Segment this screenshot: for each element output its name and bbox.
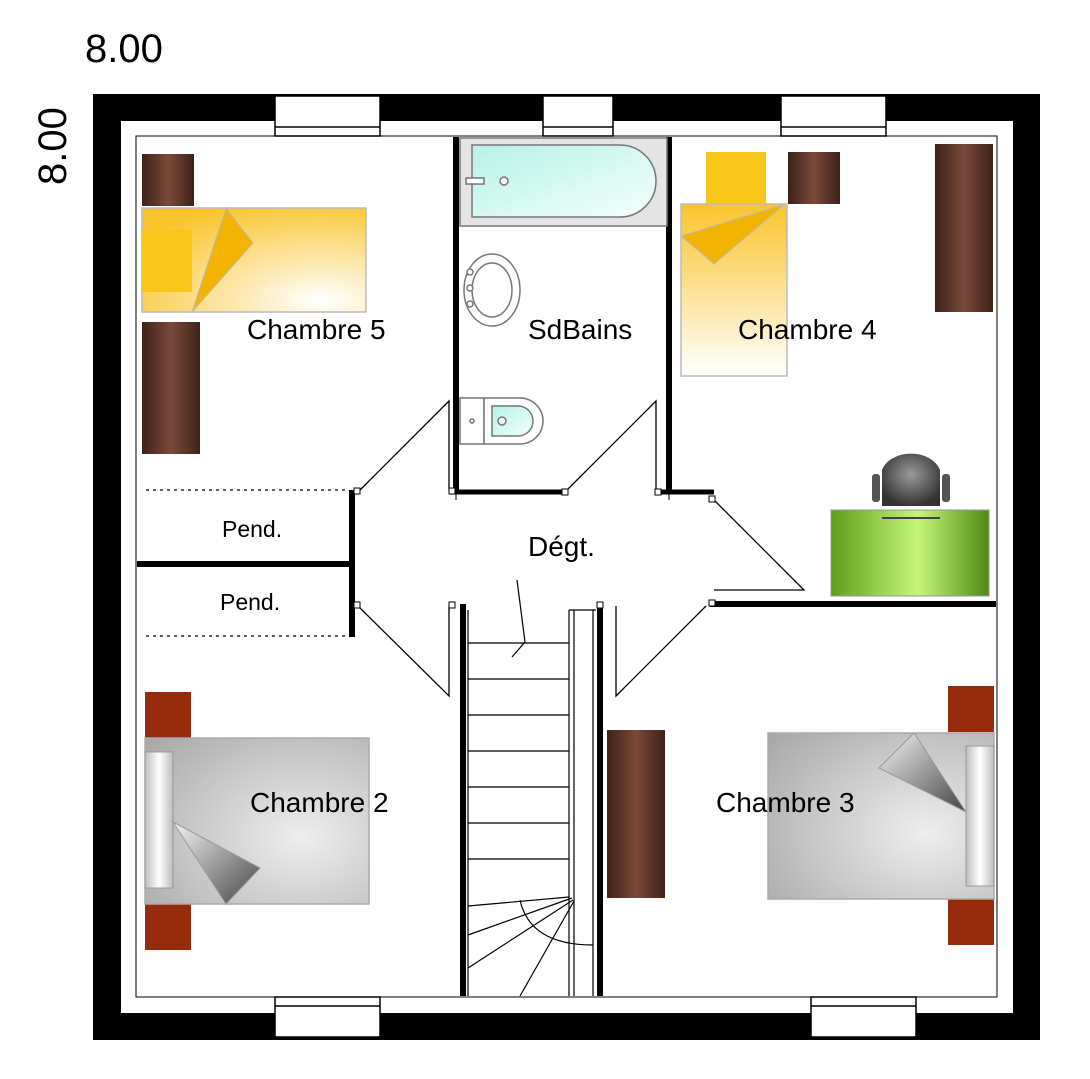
chambre3-furniture bbox=[607, 686, 995, 945]
nightstand bbox=[948, 686, 994, 732]
bed-flap bbox=[171, 820, 261, 905]
chambre4-furniture bbox=[679, 144, 993, 597]
room-label-sdbains: SdBains bbox=[528, 314, 632, 345]
bed-flap bbox=[191, 206, 254, 313]
room-label-chambre2: Chambre 2 bbox=[250, 787, 389, 818]
door-jambs bbox=[353, 487, 716, 609]
staircase bbox=[467, 579, 596, 997]
closet-rails bbox=[146, 489, 346, 637]
bathtub bbox=[471, 144, 657, 218]
interior-walls bbox=[137, 137, 996, 996]
chair-icon bbox=[872, 453, 950, 519]
pillow bbox=[965, 745, 995, 887]
room-label-chambre4: Chambre 4 bbox=[738, 314, 877, 345]
width-dimension-label: 8.00 bbox=[85, 27, 163, 71]
room-label-degt: Dégt. bbox=[528, 531, 595, 562]
door-swings bbox=[357, 399, 806, 698]
chambre2-furniture bbox=[144, 692, 370, 950]
windows bbox=[274, 95, 917, 1038]
height-dimension-label: 8.00 bbox=[31, 107, 75, 185]
wardrobe bbox=[607, 730, 665, 898]
bed-flap bbox=[679, 203, 786, 265]
desk bbox=[830, 509, 990, 597]
nightstand bbox=[142, 154, 194, 206]
wardrobe bbox=[935, 144, 993, 312]
bed bbox=[144, 737, 370, 905]
nightstand bbox=[788, 152, 840, 204]
room-label-pend-2: Pend. bbox=[220, 589, 280, 615]
sink bbox=[463, 253, 521, 327]
pillow bbox=[706, 152, 766, 204]
room-labels: Chambre 5 SdBains Chambre 4 Dégt. Pend. … bbox=[220, 314, 877, 818]
room-label-chambre3: Chambre 3 bbox=[716, 787, 855, 818]
pillow bbox=[142, 230, 192, 292]
room-label-pend-1: Pend. bbox=[222, 516, 282, 542]
wardrobe bbox=[142, 322, 200, 454]
room-label-chambre5: Chambre 5 bbox=[247, 314, 386, 345]
nightstand bbox=[948, 899, 994, 945]
pillow bbox=[144, 751, 174, 889]
chambre5-furniture bbox=[141, 154, 367, 454]
nightstand bbox=[145, 904, 191, 950]
nightstand bbox=[145, 692, 191, 738]
bed-flap bbox=[878, 732, 968, 814]
bathroom-fixtures bbox=[459, 137, 668, 445]
